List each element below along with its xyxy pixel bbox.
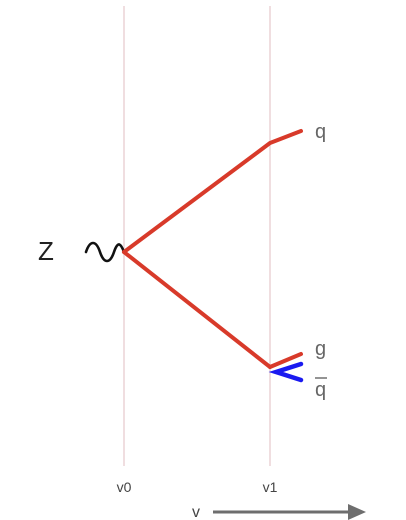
antiquark-propagator-line bbox=[122, 250, 272, 369]
z-boson-wavy-line bbox=[84, 241, 126, 263]
tick-label-v0: v0 bbox=[117, 479, 132, 495]
gluon-label: g bbox=[315, 338, 326, 360]
antiquark-arrow-icon bbox=[268, 361, 304, 383]
antiquark-label: q bbox=[315, 379, 326, 401]
tick-label-v1: v1 bbox=[263, 479, 278, 495]
gluon-line bbox=[268, 352, 303, 369]
direction-label: v bbox=[192, 504, 200, 520]
quark-line bbox=[122, 129, 303, 254]
quark-label: q bbox=[315, 121, 326, 143]
z-boson-label: Z bbox=[38, 236, 54, 266]
direction-arrow-head-icon bbox=[348, 504, 366, 520]
